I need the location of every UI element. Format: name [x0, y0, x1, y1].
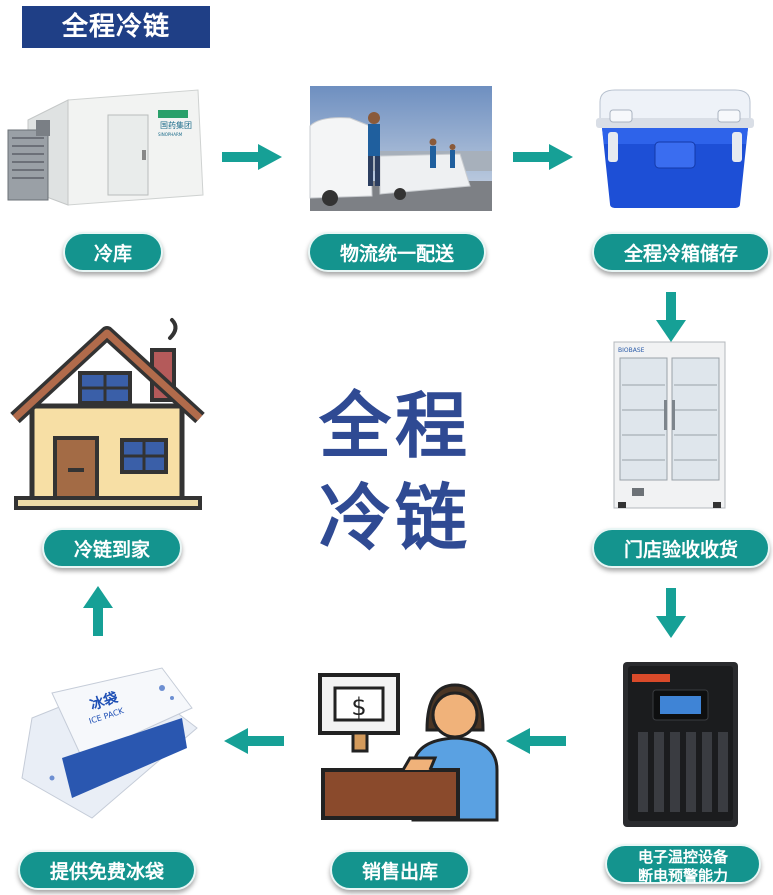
step-label-free-ice-pack: 提供免费冰袋	[18, 850, 196, 890]
cashier-illustration: $	[318, 673, 499, 822]
coldroom-logo-text: 国药集团	[160, 120, 192, 130]
cold-storage-image: 国药集团 SINOPHARM	[7, 89, 204, 206]
cooler-box-image	[596, 89, 754, 208]
medical-fridge-image: BIOBASE	[613, 341, 726, 509]
ups-device-image	[623, 662, 738, 827]
logistics-image	[309, 86, 492, 211]
step-label-cold-delivery-home: 冷链到家	[42, 528, 182, 568]
arrow-down-1	[656, 292, 686, 342]
step-label-store-receive: 门店验收收货	[592, 528, 770, 568]
arrow-up-1	[83, 586, 113, 636]
step-label-temperature-control: 电子温控设备 断电预警能力	[605, 844, 761, 885]
step-label-cold-storage: 冷库	[63, 232, 163, 272]
house-illustration	[10, 318, 205, 510]
step-label-temperature-line2: 断电预警能力	[637, 867, 728, 885]
step-label-temperature-line1: 电子温控设备	[637, 848, 728, 866]
page-title: 全程冷链	[22, 6, 210, 48]
center-title-line1: 全程	[318, 384, 471, 468]
step-label-sales-outbound: 销售出库	[330, 850, 470, 890]
arrow-right-1	[222, 144, 282, 170]
fridge-brand: BIOBASE	[618, 347, 645, 354]
ice-pack-image: 冰袋 ICE PACK	[21, 667, 198, 819]
step-label-logistics: 物流统一配送	[308, 232, 486, 272]
step-label-cold-box: 全程冷箱储存	[592, 232, 770, 272]
cashier-dollar-sign: $	[351, 693, 366, 721]
center-title: 全程 冷链	[305, 380, 485, 564]
arrow-right-2	[513, 144, 573, 170]
center-title-line2: 冷链	[318, 476, 471, 560]
arrow-left-2	[224, 728, 284, 754]
coldroom-logo-en: SINOPHARM	[158, 132, 183, 137]
arrow-left-1	[506, 728, 566, 754]
arrow-down-2	[656, 588, 686, 638]
